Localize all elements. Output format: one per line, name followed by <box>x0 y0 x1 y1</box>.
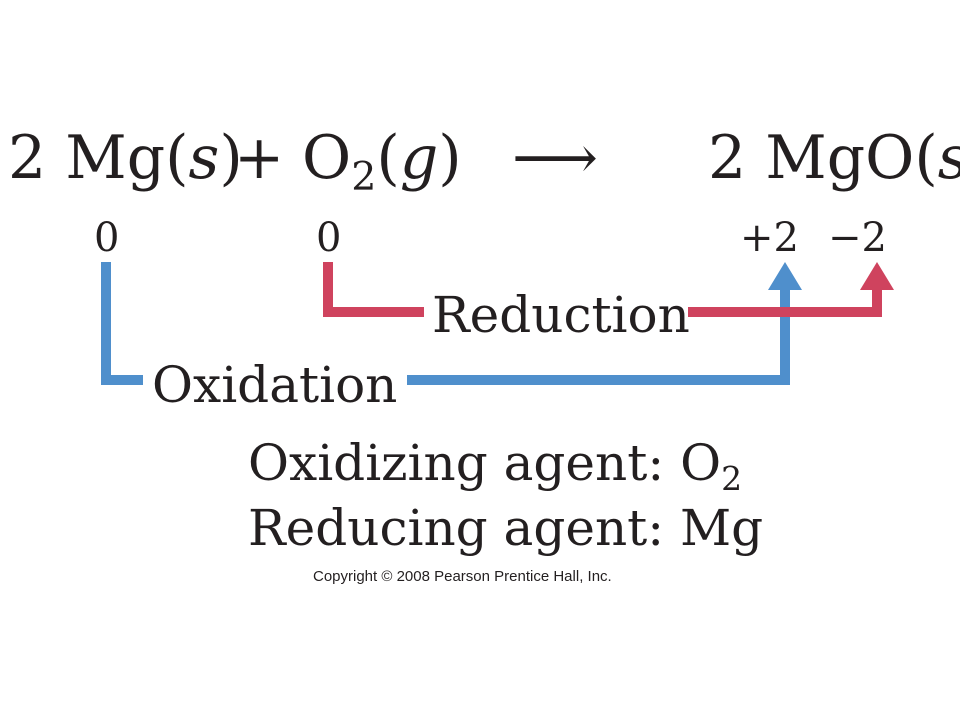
copyright-notice: Copyright © 2008 Pearson Prentice Hall, … <box>313 568 612 585</box>
oxnum-mg: 0 <box>94 215 120 261</box>
reduction-label: Reduction <box>432 286 690 344</box>
reactant-o2: O2(g) <box>302 123 462 200</box>
plus-sign: + <box>234 123 285 193</box>
oxnum-mg-in-mgo: +2 <box>740 215 799 261</box>
product-mgo: 2 MgO(s) <box>708 123 960 193</box>
reducing-agent: Reducing agent: Mg <box>248 499 764 557</box>
oxidizing-agent: Oxidizing agent: O2 <box>248 434 743 498</box>
oxnum-o2: 0 <box>316 215 342 261</box>
reaction-arrow: ⟶ <box>512 123 599 193</box>
reduction-path-right <box>688 283 882 317</box>
reduction-path-left <box>323 262 424 317</box>
reactant-mg: 2 Mg(s) <box>8 123 243 193</box>
oxidation-label: Oxidation <box>152 356 398 414</box>
oxidation-arrowhead <box>768 262 802 290</box>
oxidation-path <box>101 262 143 385</box>
oxnum-o-in-mgo: −2 <box>828 215 887 261</box>
reduction-arrowhead <box>860 262 894 290</box>
